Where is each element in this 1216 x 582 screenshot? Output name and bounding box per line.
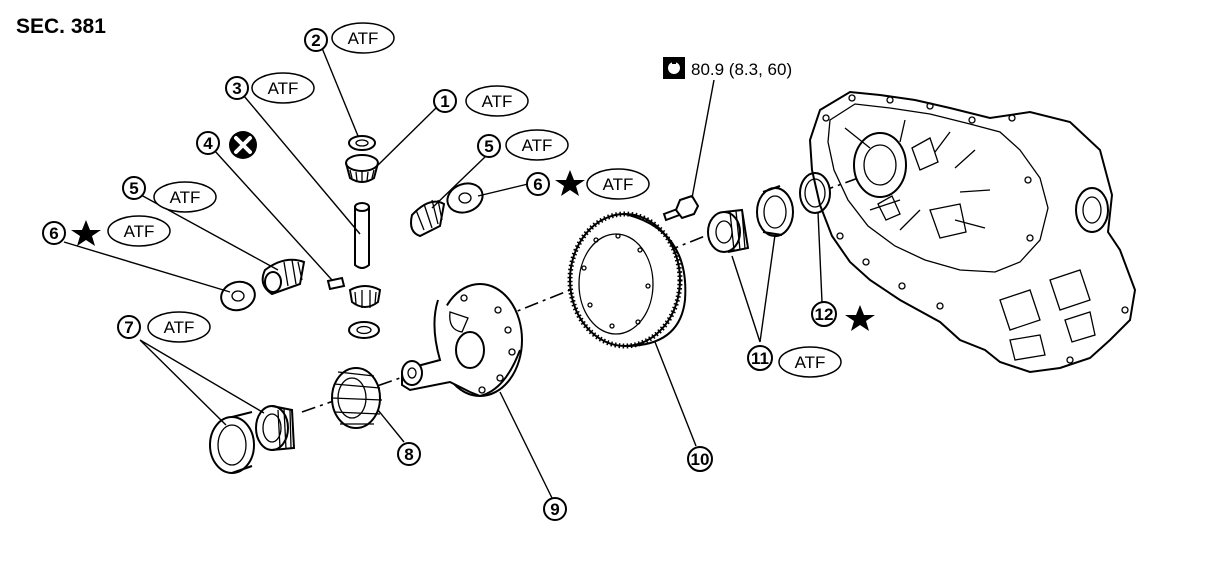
part-transaxle-case [808,90,1137,374]
svg-text:ATF: ATF [482,92,513,111]
svg-text:ATF: ATF [522,136,553,155]
part-6-thrust-washer-right [446,182,484,214]
part-1-side-gear [345,154,379,183]
part-3-pinion-mate-shaft [354,202,370,269]
callout-9: 9 [543,497,567,521]
torque-wrench-icon [663,57,685,79]
svg-text:8: 8 [404,445,413,464]
svg-text:ATF: ATF [348,29,379,48]
callout-12: 12 [811,301,837,327]
svg-text:7: 7 [124,318,133,337]
atf-tag: ATF [505,129,569,161]
svg-text:6: 6 [49,224,58,243]
svg-text:ATF: ATF [124,222,155,241]
svg-text:ATF: ATF [795,353,826,372]
callout-5-right: 5 [477,134,501,158]
svg-text:ATF: ATF [268,79,299,98]
svg-text:ATF: ATF [603,175,634,194]
callout-10: 10 [687,446,713,472]
section-label: SEC. 381 [16,15,106,38]
callout-1: 1 [433,89,457,113]
callout-8: 8 [397,442,421,466]
part-5-pinion-mate-gear-right [410,199,446,238]
part-5-pinion-mate-gear-left [261,258,306,296]
svg-text:ATF: ATF [164,318,195,337]
svg-text:9: 9 [550,500,559,519]
svg-text:5: 5 [129,179,138,198]
atf-tag: ATF [251,72,315,104]
part-10-final-gear [567,211,687,349]
star-icon [845,305,875,331]
atf-tag: ATF [107,215,171,247]
axis-line-left [301,377,401,413]
callout-2: 2 [304,28,328,52]
svg-text:4: 4 [203,134,213,153]
callout-6-left: 6 [42,221,66,245]
part-2-thrust-washer [348,135,376,151]
part-6-thrust-washer-left [220,280,256,312]
part-7-side-bearing-left [209,405,296,474]
part-4-lock-pin [326,276,346,291]
callout-4: 4 [196,131,220,155]
torque-spec-text: 80.9 (8.3, 60) [691,60,792,79]
atf-tag: ATF [586,168,650,200]
do-not-reuse-icon [229,131,257,159]
atf-tag: ATF [147,311,211,343]
svg-text:6: 6 [533,175,542,194]
part-final-gear-bolt [662,194,700,222]
svg-text:10: 10 [691,450,710,469]
svg-text:1: 1 [440,92,449,111]
star-icon [71,220,101,246]
svg-text:12: 12 [815,305,834,324]
callout-5-left: 5 [122,176,146,200]
atf-tag: ATF [331,22,395,54]
part-12-oil-seal [799,172,831,214]
svg-text:2: 2 [311,31,320,50]
axis-line-mid [499,281,591,319]
svg-text:3: 3 [232,79,241,98]
star-icon [555,170,585,196]
atf-tag: ATF [778,346,842,378]
callout-6-right: 6 [526,172,550,196]
atf-tag: ATF [465,85,529,117]
svg-text:ATF: ATF [170,188,201,207]
svg-text:11: 11 [751,349,769,368]
part-11-side-bearing-right [707,185,794,253]
callout-11: 11 [747,345,773,371]
part-9-differential-case [401,283,523,398]
part-side-gear-lower [348,285,382,339]
atf-tag: ATF [153,181,217,213]
callout-3: 3 [225,76,249,100]
callout-7: 7 [117,315,141,339]
svg-text:5: 5 [484,137,493,156]
part-8-drive-gear [331,367,383,429]
